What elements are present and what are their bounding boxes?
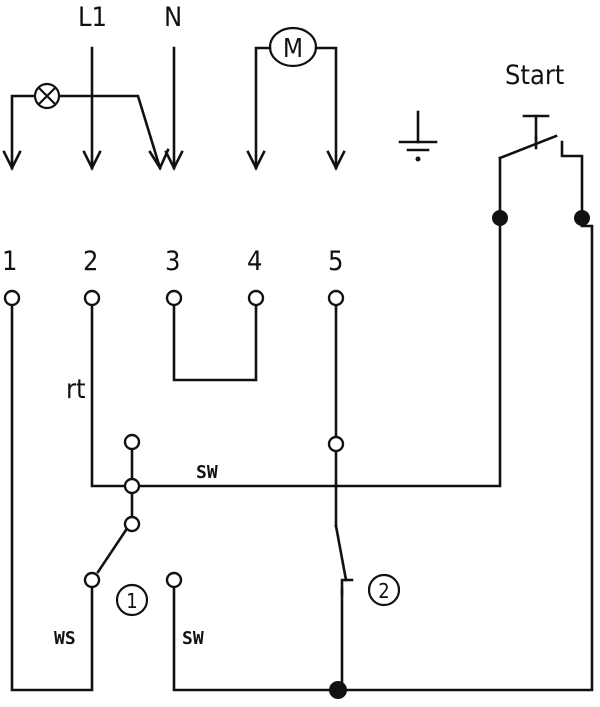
switch-1-contact-mid bbox=[123, 477, 141, 495]
terminal-5 bbox=[327, 289, 345, 307]
switch-2-marker: 2 bbox=[367, 573, 401, 607]
rt-label: rt bbox=[66, 374, 86, 405]
switch-1-contact-sw bbox=[165, 571, 183, 589]
switch-1-contact-ws bbox=[83, 571, 101, 589]
motor-icon: M bbox=[268, 26, 318, 68]
terminal-1 bbox=[3, 289, 21, 307]
wire-terminal-2 bbox=[90, 304, 126, 488]
l1-label: L1 bbox=[78, 2, 107, 33]
switch-2-contact bbox=[340, 578, 354, 596]
bottom-junction bbox=[329, 681, 347, 699]
switch-1-marker: 1 bbox=[115, 583, 149, 617]
ws-label: WS bbox=[54, 628, 76, 649]
wire-bottom-bus bbox=[172, 224, 594, 692]
l1-lead bbox=[82, 46, 102, 171]
switch-1-contact-pivot bbox=[123, 515, 141, 533]
terminal-3 bbox=[165, 289, 183, 307]
lamp-icon bbox=[33, 82, 61, 110]
terminal-2 bbox=[83, 289, 101, 307]
switch-2-blade bbox=[334, 524, 348, 582]
ground-icon bbox=[398, 110, 438, 162]
lamp-branch bbox=[2, 94, 170, 171]
terminal-1-label: 1 bbox=[2, 246, 17, 277]
terminal-2-label: 2 bbox=[83, 246, 98, 277]
motor-symbol: M bbox=[283, 34, 303, 64]
switch-1-marker-number: 1 bbox=[126, 589, 137, 613]
start-junction-left bbox=[492, 210, 508, 226]
sw-top-label: SW bbox=[196, 462, 218, 483]
switch-1-blade bbox=[96, 528, 128, 574]
switch-2-contact-top bbox=[327, 435, 345, 453]
motor-branch bbox=[246, 46, 346, 171]
n-lead bbox=[164, 46, 184, 171]
switch-2-marker-number: 2 bbox=[378, 579, 389, 603]
switch-1-contact-top bbox=[123, 433, 141, 451]
n-label: N bbox=[164, 2, 182, 33]
wire-terminal-1 bbox=[10, 304, 94, 692]
terminal-4 bbox=[247, 289, 265, 307]
terminal-4-label: 4 bbox=[247, 246, 262, 277]
terminal-5-label: 5 bbox=[328, 246, 343, 277]
wire-sw-top bbox=[138, 224, 502, 488]
pushbutton-icon bbox=[498, 114, 584, 220]
sw-bottom-label: SW bbox=[182, 628, 204, 649]
start-junction-right bbox=[574, 210, 590, 226]
terminal-3-label: 3 bbox=[165, 246, 180, 277]
bridge-3-4 bbox=[172, 304, 258, 382]
start-label: Start bbox=[505, 60, 564, 91]
